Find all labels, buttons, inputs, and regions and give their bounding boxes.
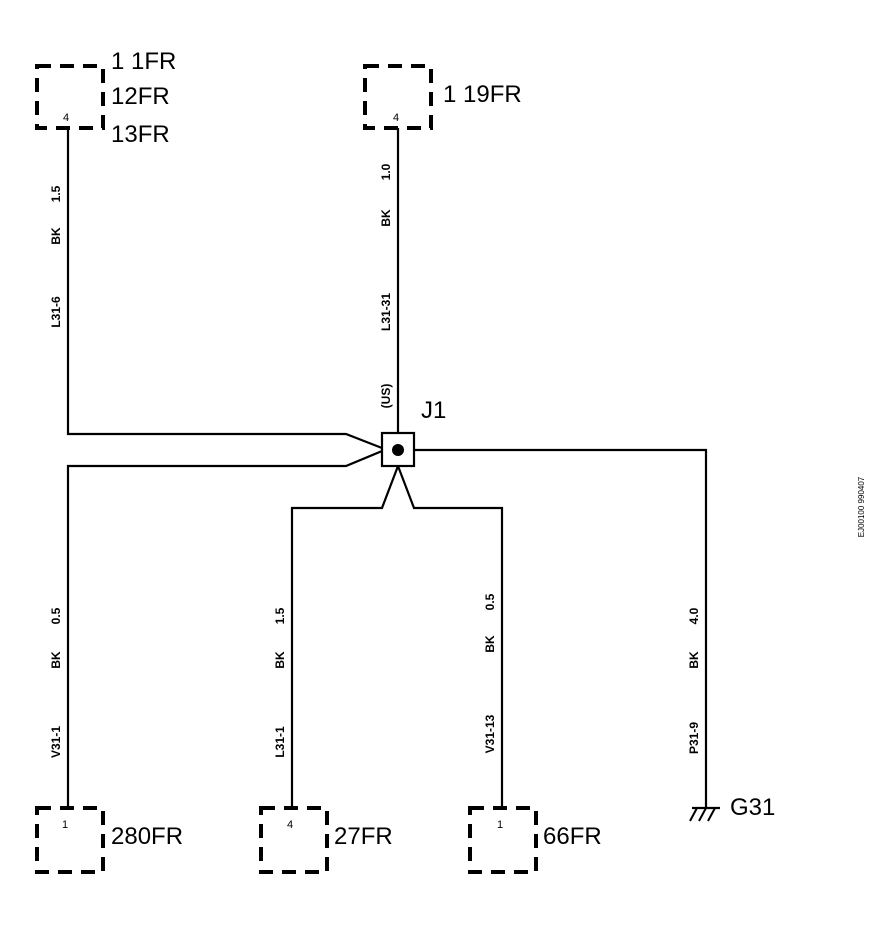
connector-5-box bbox=[468, 806, 538, 874]
wire-p31-9-color: BK bbox=[687, 651, 701, 669]
connector-2-pin: 4 bbox=[393, 112, 399, 124]
wire-l31-1-id: L31-1 bbox=[273, 726, 287, 758]
wire-v31-1-color: BK bbox=[49, 651, 63, 669]
connector-1-ref-a: 1 1FR bbox=[111, 48, 176, 75]
connector-1-ref-c: 13FR bbox=[111, 121, 170, 148]
wire-l31-6-color: BK bbox=[49, 227, 63, 245]
connector-1-ref-b: 12FR bbox=[111, 83, 170, 110]
junction-label: J1 bbox=[421, 397, 446, 424]
wire-v31-13-id: V31-13 bbox=[483, 714, 497, 753]
wire-l31-1 bbox=[290, 465, 400, 808]
wire-v31-13-size: 0.5 bbox=[483, 593, 497, 610]
wire-l31-31-market: (US) bbox=[379, 384, 393, 409]
wire-v31-1 bbox=[66, 449, 383, 808]
wire-l31-31-id: L31-31 bbox=[379, 293, 393, 331]
wire-p31-9-id: P31-9 bbox=[687, 722, 701, 754]
wire-p31-9-size: 4.0 bbox=[687, 607, 701, 624]
wire-v31-1-id: V31-1 bbox=[49, 726, 63, 758]
wire-v31-13 bbox=[396, 465, 504, 808]
connector-1-pin: 4 bbox=[63, 112, 69, 124]
wire-l31-6-size: 1.5 bbox=[49, 185, 63, 202]
junction-j1-dot bbox=[392, 444, 404, 456]
wire-p31-9 bbox=[414, 448, 708, 808]
wire-l31-6-id: L31-6 bbox=[49, 296, 63, 328]
connector-4-ref: 27FR bbox=[334, 823, 393, 850]
wire-l31-1-size: 1.5 bbox=[273, 607, 287, 624]
connector-2-ref: 1 19FR bbox=[443, 81, 522, 108]
connector-3-pin: 1 bbox=[62, 819, 68, 831]
connector-3-ref: 280FR bbox=[111, 823, 183, 850]
wire-l31-31-size: 1.0 bbox=[379, 163, 393, 180]
connector-4-box bbox=[259, 806, 329, 874]
wire-l31-1-color: BK bbox=[273, 651, 287, 669]
connector-1-box bbox=[35, 64, 105, 130]
ground-icon bbox=[689, 806, 720, 822]
wire-l31-31-color: BK bbox=[379, 209, 393, 227]
wire-l31-6 bbox=[66, 128, 383, 450]
connector-3-box bbox=[35, 806, 105, 874]
connector-5-pin: 1 bbox=[497, 819, 503, 831]
wire-v31-1-size: 0.5 bbox=[49, 607, 63, 624]
wire-v31-13-color: BK bbox=[483, 635, 497, 653]
connector-5-ref: 66FR bbox=[543, 823, 602, 850]
figure-reference: EJ00100 990407 bbox=[857, 476, 866, 537]
connector-4-pin: 4 bbox=[287, 819, 293, 831]
ground-label: G31 bbox=[730, 794, 775, 821]
